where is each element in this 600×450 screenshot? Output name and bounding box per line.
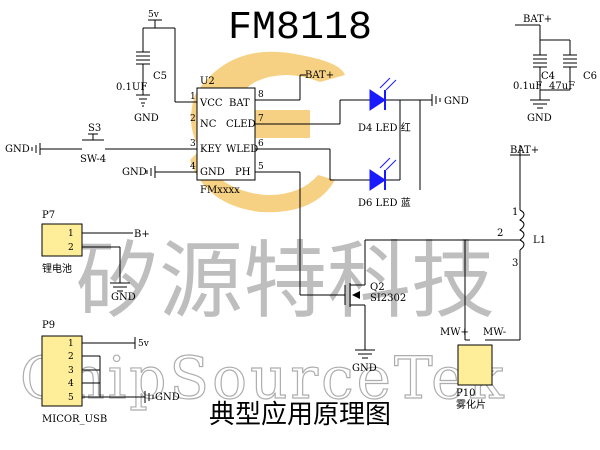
c6-ref: C6 bbox=[583, 71, 597, 82]
q2-ref: Q2 bbox=[370, 282, 385, 293]
c4-val: 0.1uF bbox=[513, 81, 542, 92]
ic-pin2-num: 2 bbox=[190, 114, 196, 124]
q2-arrow bbox=[352, 291, 360, 299]
c5-ref: C5 bbox=[153, 71, 167, 82]
p10-ref: P10 bbox=[456, 388, 475, 399]
l1-pin3: 3 bbox=[512, 258, 518, 269]
ic-pin8-num: 8 bbox=[258, 90, 264, 100]
ic-pin1-name: VCC bbox=[199, 98, 223, 109]
d6-led bbox=[369, 157, 397, 191]
s3-ref: S3 bbox=[88, 123, 101, 134]
p9-pin2: 2 bbox=[68, 352, 74, 362]
p9-val: MICOR_USB bbox=[42, 414, 107, 425]
ic-pin7-name: CLED bbox=[226, 119, 256, 130]
c4c6-gnd: GND bbox=[527, 113, 552, 124]
c4-ref: C4 bbox=[541, 71, 555, 82]
ic-gnd: GND bbox=[122, 167, 147, 178]
c5-val: 0.1UF bbox=[116, 82, 147, 93]
p7-pin1: 1 bbox=[68, 229, 74, 239]
p7-ref: P7 bbox=[42, 210, 55, 221]
bat-plus-top: BAT+ bbox=[305, 70, 334, 81]
c5-gnd: GND bbox=[134, 113, 159, 124]
key-gnd: GND bbox=[5, 144, 30, 155]
mw-minus: MW- bbox=[483, 327, 506, 338]
p7-val: 锂电池 bbox=[42, 262, 72, 275]
ic-pin5-name: PH bbox=[235, 167, 251, 178]
d4-led bbox=[369, 77, 397, 111]
ic-pin8-name: BAT bbox=[229, 98, 250, 109]
p9-pin5: 5 bbox=[68, 393, 74, 403]
ic-pin1-num: 1 bbox=[190, 92, 196, 102]
p9-gnd: GND bbox=[155, 392, 180, 403]
p9-ref: P9 bbox=[42, 320, 55, 331]
p7-pin2: 2 bbox=[68, 243, 74, 253]
ic-pin4-num: 4 bbox=[190, 162, 196, 172]
q2-val: SI2302 bbox=[370, 293, 406, 304]
ic-pin3-name: KEY bbox=[200, 144, 222, 155]
diagram-subtitle: 典型应用原理图 bbox=[208, 400, 391, 430]
ic-pin6-num: 6 bbox=[258, 139, 264, 149]
p9-5v: 5v bbox=[138, 339, 150, 349]
d4-label: D4 LED 红 bbox=[358, 121, 411, 134]
l1-pin1: 1 bbox=[512, 207, 518, 218]
s3-val: SW-4 bbox=[80, 154, 106, 165]
watermark-cn: 矽源特科技 bbox=[75, 232, 495, 330]
l1-ref: L1 bbox=[533, 235, 546, 246]
p9-pin3: 3 bbox=[68, 366, 74, 376]
mw-plus: MW+ bbox=[440, 327, 469, 338]
ic-ref: U2 bbox=[200, 76, 215, 87]
ic-pin7-num: 7 bbox=[258, 114, 264, 124]
l1-pin2: 2 bbox=[497, 228, 503, 239]
c6-val: 47uF bbox=[549, 81, 575, 92]
b-plus-label: B+ bbox=[134, 229, 150, 240]
p9-pin4: 4 bbox=[68, 379, 74, 389]
l1-bat: BAT+ bbox=[510, 145, 539, 156]
ic-pin5-num: 5 bbox=[258, 162, 264, 172]
ic-pin6-name: WLED bbox=[226, 144, 258, 155]
v5-top-label: 5v bbox=[148, 10, 160, 20]
p9-connector bbox=[41, 335, 83, 407]
ic-pin3-num: 3 bbox=[190, 139, 196, 149]
p10-connector bbox=[457, 344, 493, 386]
c4c6-bat: BAT+ bbox=[523, 14, 552, 25]
wires bbox=[31, 19, 577, 403]
d6-label: D6 LED 蓝 bbox=[358, 197, 411, 209]
p10-val: 雾化片 bbox=[456, 398, 486, 411]
q2-gnd: GND bbox=[352, 363, 377, 374]
p7-gnd: GND bbox=[111, 292, 136, 303]
p7-connector bbox=[41, 223, 83, 257]
ic-part: FMxxxx bbox=[200, 185, 240, 196]
led-gnd: GND bbox=[444, 96, 469, 107]
page-title: FM8118 bbox=[227, 6, 373, 51]
ic-pin2-name: NC bbox=[200, 119, 217, 130]
p9-pin1: 1 bbox=[68, 339, 74, 349]
ic-pin4-name: GND bbox=[200, 167, 225, 178]
